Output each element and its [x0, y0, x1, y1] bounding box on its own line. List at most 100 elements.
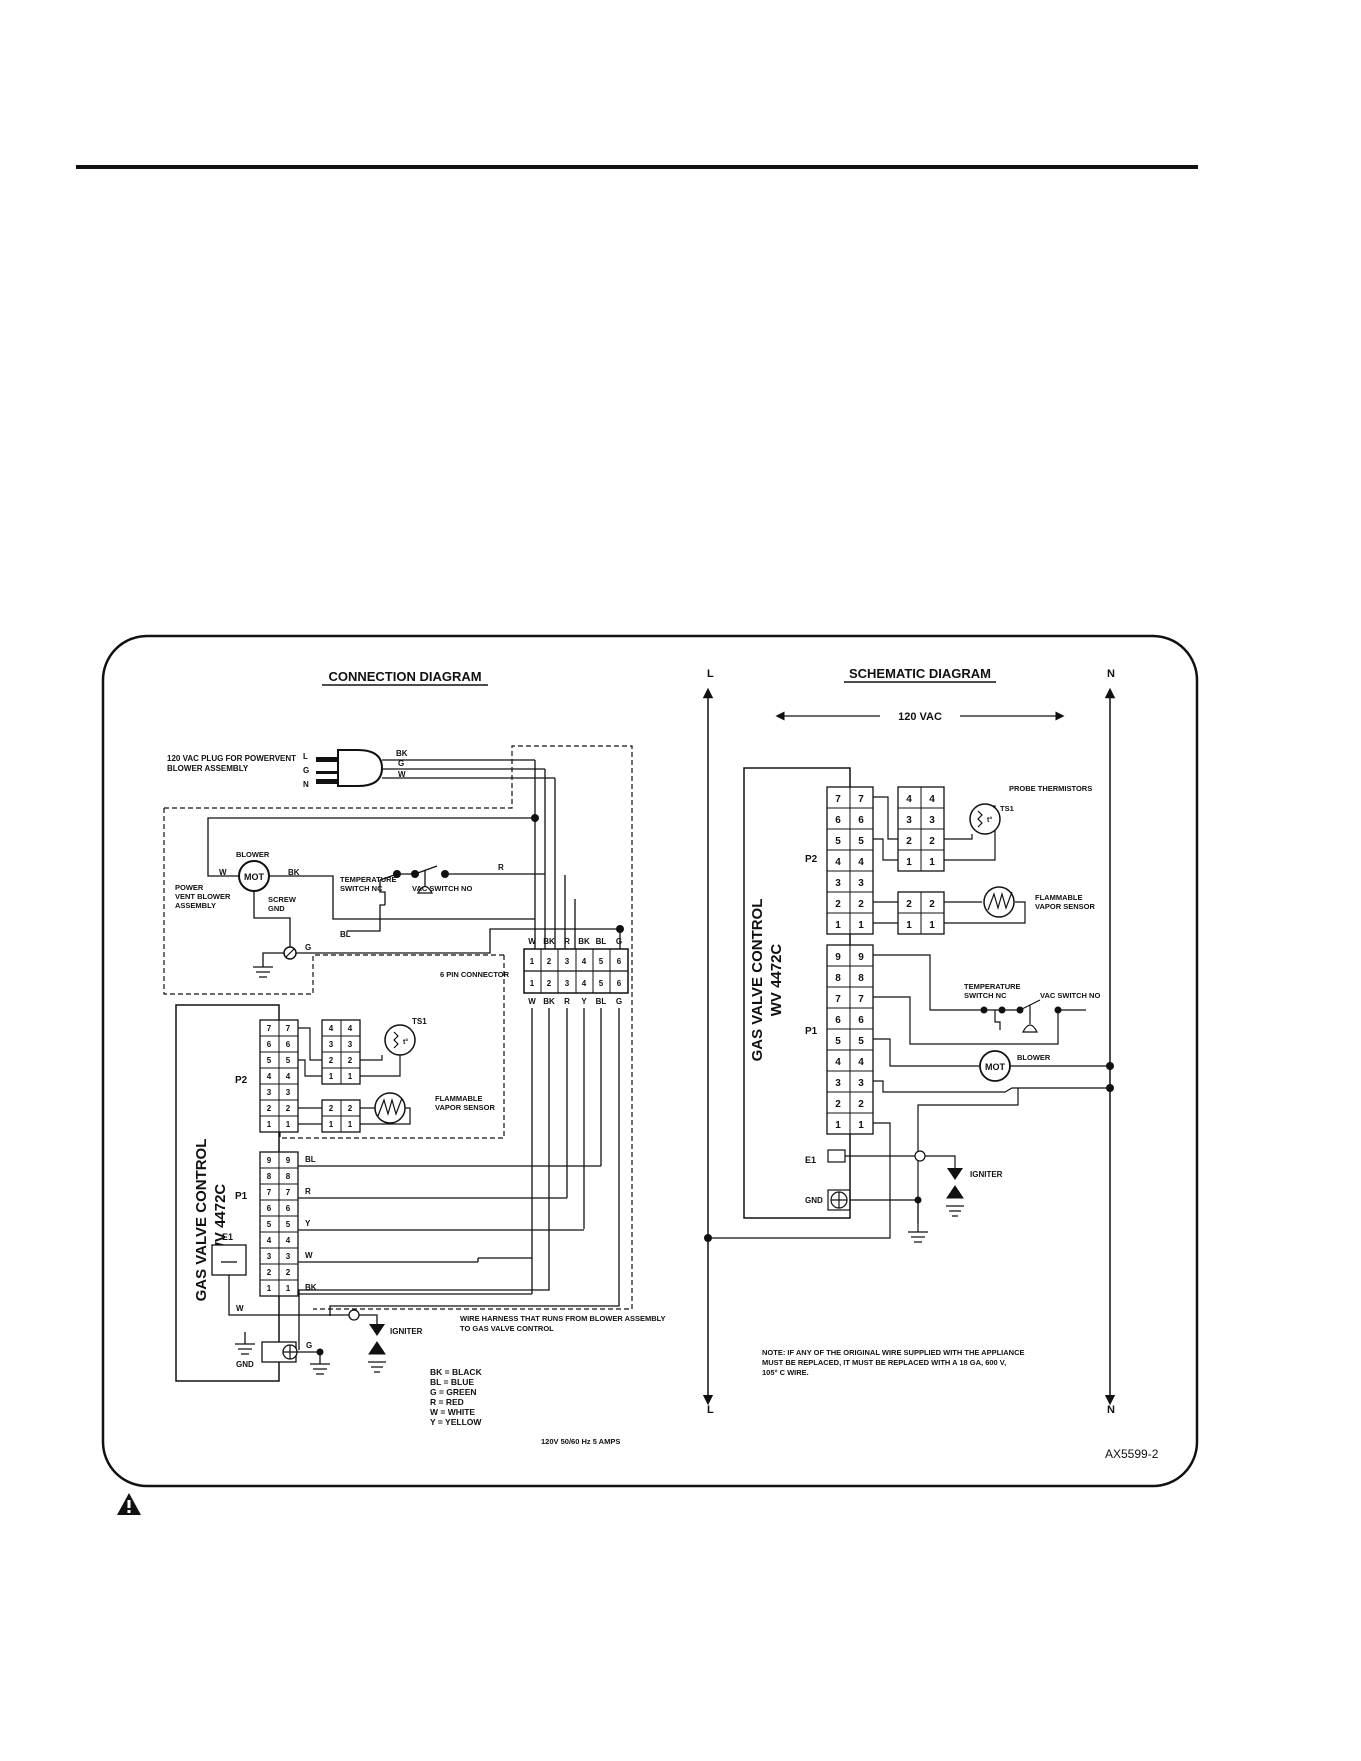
- vac-switch-icon: [397, 865, 438, 875]
- igniter-icon: [369, 1324, 385, 1336]
- svg-text:BK: BK: [288, 868, 300, 877]
- svg-text:WIRE HARNESS THAT RUNS FROM BL: WIRE HARNESS THAT RUNS FROM BLOWER ASSEM…: [460, 1314, 666, 1323]
- connection-title: CONNECTION DIAGRAM: [328, 669, 481, 684]
- svg-text:105° C WIRE.: 105° C WIRE.: [762, 1368, 809, 1377]
- svg-text:IGNITER: IGNITER: [390, 1327, 423, 1336]
- svg-text:R: R: [564, 937, 570, 946]
- svg-text:W: W: [236, 1304, 244, 1313]
- svg-text:8: 8: [835, 973, 841, 984]
- svg-text:TS1: TS1: [1000, 804, 1014, 813]
- svg-text:7: 7: [835, 994, 841, 1005]
- svg-text:2: 2: [929, 836, 935, 847]
- svg-text:3: 3: [858, 878, 864, 889]
- svg-text:4: 4: [348, 1024, 353, 1033]
- svg-text:1: 1: [858, 920, 864, 931]
- svg-text:3: 3: [348, 1040, 353, 1049]
- svg-text:MOT: MOT: [985, 1062, 1005, 1072]
- svg-text:6: 6: [858, 1015, 864, 1026]
- svg-text:1: 1: [348, 1072, 353, 1081]
- svg-text:3: 3: [267, 1252, 272, 1261]
- svg-text:4: 4: [835, 1057, 841, 1068]
- svg-text:WV 4472C: WV 4472C: [768, 944, 785, 1017]
- svg-text:9: 9: [858, 952, 864, 963]
- svg-text:3: 3: [906, 815, 912, 826]
- warning-icon: [117, 1493, 141, 1515]
- svg-text:FLAMMABLE: FLAMMABLE: [1035, 893, 1083, 902]
- svg-text:5: 5: [267, 1220, 272, 1229]
- svg-text:Y = YELLOW: Y = YELLOW: [430, 1417, 482, 1427]
- svg-text:4: 4: [286, 1236, 291, 1245]
- svg-text:BLOWER ASSEMBLY: BLOWER ASSEMBLY: [167, 764, 249, 773]
- svg-text:NOTE: IF ANY OF THE ORIGINAL W: NOTE: IF ANY OF THE ORIGINAL WIRE SUPPLI…: [762, 1348, 1025, 1357]
- svg-text:1: 1: [329, 1120, 334, 1129]
- schematic-igniter-icon: [947, 1168, 963, 1180]
- schematic-e1-terminal: [827, 1149, 846, 1163]
- svg-text:3: 3: [565, 979, 570, 988]
- svg-text:BL: BL: [596, 997, 607, 1006]
- svg-text:BK = BLACK: BK = BLACK: [430, 1367, 483, 1377]
- svg-text:4: 4: [267, 1072, 272, 1081]
- svg-text:5: 5: [858, 836, 864, 847]
- drawing-code: AX5599-2: [1105, 1447, 1159, 1461]
- svg-text:4: 4: [329, 1024, 334, 1033]
- svg-text:MOT: MOT: [244, 872, 264, 882]
- svg-text:1: 1: [348, 1120, 353, 1129]
- svg-text:7: 7: [286, 1024, 291, 1033]
- svg-text:BLOWER: BLOWER: [236, 850, 270, 859]
- svg-text:1: 1: [906, 920, 912, 931]
- svg-text:6: 6: [286, 1204, 291, 1213]
- svg-text:VAC SWITCH NO: VAC SWITCH NO: [412, 884, 472, 893]
- svg-text:4: 4: [906, 794, 912, 805]
- svg-text:9: 9: [835, 952, 841, 963]
- svg-text:1: 1: [835, 1120, 841, 1131]
- svg-text:1: 1: [267, 1284, 272, 1293]
- svg-text:4: 4: [286, 1072, 291, 1081]
- svg-text:1: 1: [286, 1120, 291, 1129]
- plug-label: 120 VAC PLUG FOR POWERVENT: [167, 754, 296, 763]
- svg-text:5: 5: [286, 1056, 291, 1065]
- svg-text:2: 2: [286, 1268, 291, 1277]
- svg-text:5: 5: [599, 957, 604, 966]
- svg-text:WV 4472C: WV 4472C: [212, 1184, 229, 1257]
- svg-text:1: 1: [929, 920, 935, 931]
- svg-text:7: 7: [267, 1188, 272, 1197]
- svg-text:GND: GND: [268, 904, 285, 913]
- svg-text:G: G: [305, 943, 311, 952]
- six-pin-connector: [523, 948, 629, 994]
- svg-text:SCREW: SCREW: [268, 895, 297, 904]
- svg-text:6: 6: [267, 1204, 272, 1213]
- svg-text:6: 6: [267, 1040, 272, 1049]
- svg-text:7: 7: [835, 794, 841, 805]
- svg-text:L: L: [707, 1404, 714, 1416]
- blower-assembly-boundary: [163, 745, 633, 1310]
- svg-text:6: 6: [617, 979, 622, 988]
- svg-text:6: 6: [835, 815, 841, 826]
- svg-text:SWITCH NC: SWITCH NC: [964, 991, 1007, 1000]
- svg-text:3: 3: [267, 1088, 272, 1097]
- svg-text:BK: BK: [396, 749, 408, 758]
- svg-text:ASSEMBLY: ASSEMBLY: [175, 901, 216, 910]
- svg-text:W: W: [305, 1251, 313, 1260]
- svg-text:3: 3: [286, 1252, 291, 1261]
- svg-text:BL: BL: [305, 1155, 316, 1164]
- color-legend: BK = BLACK BL = BLUE G = GREEN R = RED W…: [430, 1367, 483, 1427]
- svg-text:6 PIN CONNECTOR: 6 PIN CONNECTOR: [440, 970, 510, 979]
- svg-text:7: 7: [267, 1024, 272, 1033]
- svg-text:4: 4: [858, 857, 864, 868]
- svg-text:6: 6: [835, 1015, 841, 1026]
- svg-text:5: 5: [599, 979, 604, 988]
- svg-text:1: 1: [530, 979, 535, 988]
- svg-text:BK: BK: [305, 1283, 317, 1292]
- thermistor-ts1-icon: [384, 1024, 416, 1056]
- svg-text:3: 3: [835, 1078, 841, 1089]
- svg-text:120V 50/60 Hz 5 AMPS: 120V 50/60 Hz 5 AMPS: [541, 1437, 620, 1446]
- connection-diagram: CONNECTION DIAGRAM 120 VAC PLUG FOR POWE…: [163, 669, 666, 1446]
- svg-text:BL: BL: [596, 937, 607, 946]
- svg-text:VAPOR SENSOR: VAPOR SENSOR: [435, 1103, 495, 1112]
- schematic-thermistor-icon: [969, 803, 1001, 835]
- svg-text:1: 1: [906, 857, 912, 868]
- svg-text:BK: BK: [543, 997, 555, 1006]
